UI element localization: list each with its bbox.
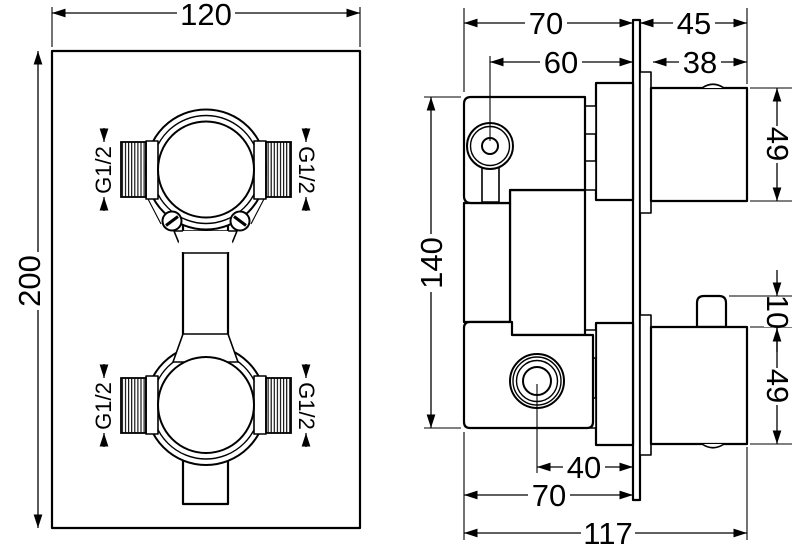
riser-bar <box>462 201 512 324</box>
extension-lines <box>51 7 792 540</box>
threaded-nipple-top-right <box>265 141 292 198</box>
handle-knob <box>695 294 728 329</box>
screw-right <box>229 210 251 232</box>
dim-front-plate-height: 200 <box>12 255 47 307</box>
dim-side-port-to-wall: 60 <box>544 45 578 80</box>
valve-body-bottom <box>120 333 292 466</box>
thread-label-top-left: G1/2 <box>91 146 116 194</box>
neck-top <box>594 81 635 202</box>
dim-side-handle-height-top: 49 <box>760 127 793 161</box>
thread-label-bottom-left: G1/2 <box>91 382 116 430</box>
threaded-nipple-top-left <box>120 141 147 198</box>
handle-bottom <box>649 294 749 449</box>
mount-plate-right <box>253 375 267 435</box>
front-view <box>50 49 362 530</box>
dim-side-body-height: 140 <box>414 237 449 289</box>
cartridge-circle-bottom <box>157 356 255 454</box>
dimension-labels: 120 200 G1/2 G1/2 G1/2 G1/2 70 60 45 38 … <box>12 0 793 548</box>
thread-label-bottom-right: G1/2 <box>294 382 319 430</box>
mount-plate-right <box>253 140 267 200</box>
dim-side-body-depth-bottom: 70 <box>532 478 566 513</box>
side-view <box>462 18 749 502</box>
outlet-port-circle <box>509 353 565 409</box>
handle-bottom-button <box>701 443 725 449</box>
neck-bottom <box>594 321 635 447</box>
threaded-nipple-bottom-left <box>120 377 147 434</box>
port-pipe <box>481 165 500 203</box>
mount-plate-left <box>145 375 159 435</box>
escutcheon-top <box>639 71 652 214</box>
cartridge-circle-top <box>157 120 255 219</box>
dim-side-handle-projection: 45 <box>677 6 711 41</box>
thread-label-top-right: G1/2 <box>294 146 319 194</box>
label-masks <box>14 1 793 547</box>
mount-plate-left <box>145 140 159 200</box>
handle-top-button <box>701 83 725 89</box>
mid-block <box>508 188 587 337</box>
wall-plate-edge <box>631 18 642 502</box>
dim-side-outlet-to-wall: 40 <box>567 450 601 485</box>
screw-left <box>161 210 183 232</box>
dim-front-plate-width: 120 <box>180 0 232 32</box>
dim-side-body-depth-top: 70 <box>529 6 563 41</box>
threaded-nipple-bottom-right <box>265 377 292 434</box>
escutcheon-bottom <box>639 314 652 456</box>
handle-top <box>649 83 749 203</box>
in-wall-body <box>462 81 635 447</box>
dim-side-total-depth: 117 <box>583 516 632 548</box>
dim-side-handle-width: 38 <box>683 45 717 80</box>
valve-body-top <box>120 108 292 252</box>
dim-side-handle-height-bottom: 49 <box>760 369 793 403</box>
dim-side-knob-height: 10 <box>760 295 793 329</box>
